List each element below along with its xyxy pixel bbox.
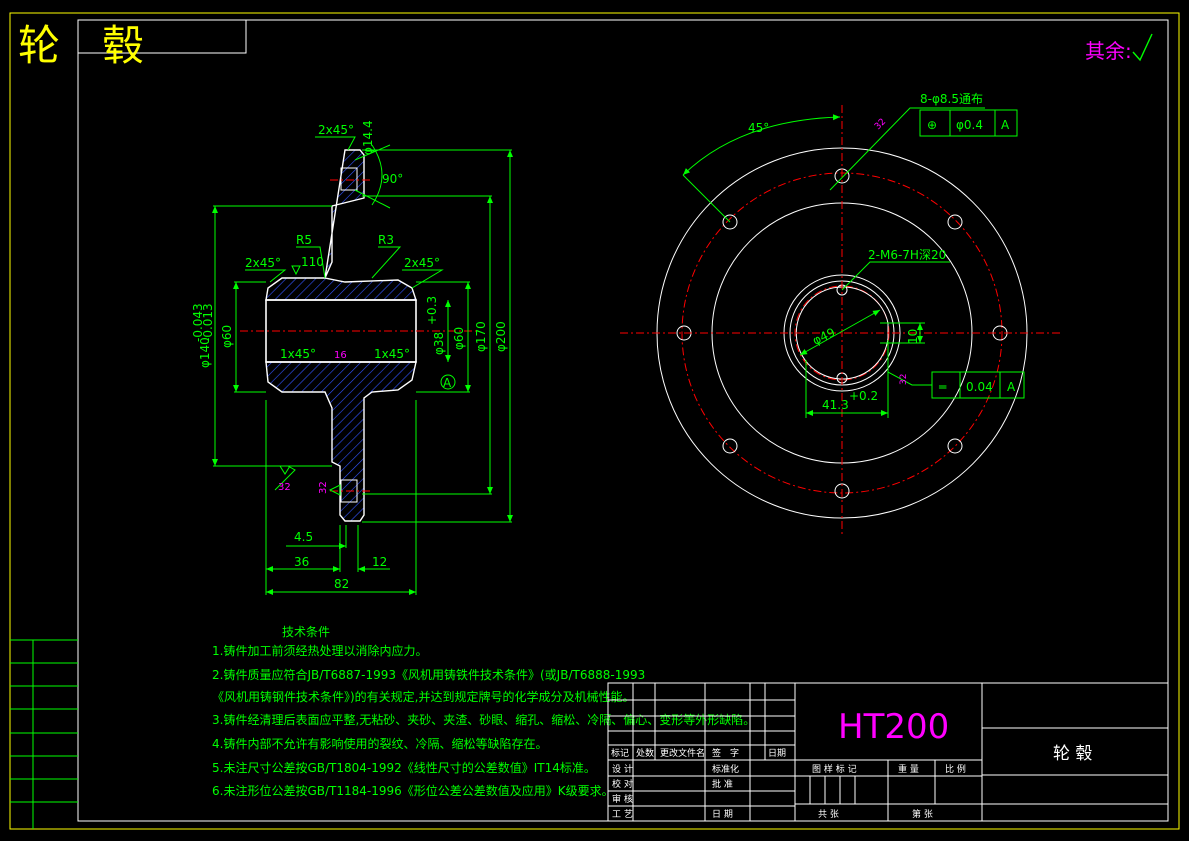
dim-r3: R3 bbox=[378, 233, 394, 247]
thread-note: 2-M6-7H深20 bbox=[868, 248, 946, 262]
symmetry-tolerance-frame bbox=[931, 371, 1025, 399]
rough-32-left: 32 bbox=[278, 482, 291, 493]
hdr-mark: 标记 bbox=[611, 747, 629, 759]
dim-82: 82 bbox=[334, 577, 349, 591]
drawing-title: 轮 毂 bbox=[18, 21, 144, 70]
dim-d38-tol: +0.3 bbox=[425, 296, 439, 325]
section-view: 2x45° φ14.4 90° R5 R3 2x45° 110 2x45° φ1… bbox=[191, 120, 513, 595]
dim-bevel-left: 1x45° bbox=[280, 347, 316, 361]
label-weight: 重 量 bbox=[898, 763, 919, 775]
tech-item-5: 5.未注尺寸公差按GB/T1804-1992《线性尺寸的公差数值》IT14标准。 bbox=[212, 760, 596, 775]
rough-16: 16 bbox=[334, 350, 347, 361]
datum-a-section: A bbox=[443, 376, 452, 390]
label-date: 日 期 bbox=[712, 809, 733, 820]
title-box bbox=[77, 19, 247, 54]
dim-chamfer-left: 2x45° bbox=[245, 256, 281, 270]
hub-section-lower bbox=[265, 361, 417, 522]
label-sheet: 第 张 bbox=[912, 808, 933, 820]
dim-chamfer-right: 2x45° bbox=[404, 256, 440, 270]
label-check: 校 对 bbox=[612, 778, 633, 790]
dim-36: 36 bbox=[294, 555, 309, 569]
tech-item-6: 6.未注形位公差按GB/T1184-1996《形位公差公差数值及应用》K级要求。 bbox=[212, 783, 614, 798]
dim-angle-45: 45° bbox=[748, 121, 769, 135]
hdr-sign: 签 字 bbox=[712, 747, 739, 759]
hdr-count: 处数 bbox=[636, 747, 654, 759]
label-review: 审 核 bbox=[612, 793, 633, 805]
label-design: 设 计 bbox=[612, 763, 633, 775]
tech-item-2b: 《风机用铸钢件技术条件》)的有关规定,并达到规定牌号的化学成分及机械性能。 bbox=[212, 689, 635, 704]
outer-border bbox=[9, 12, 1180, 830]
tech-item-2: 2.铸件质量应符合JB/T6887-1993《风机用铸铁件技术条件》(或JB/T… bbox=[212, 667, 645, 682]
position-tolerance: φ0.4 bbox=[956, 118, 983, 132]
dim-12: 12 bbox=[372, 555, 387, 569]
left-edge-table bbox=[10, 639, 78, 829]
dim-bevel-right: 1x45° bbox=[374, 347, 410, 361]
position-datum: A bbox=[1001, 118, 1010, 132]
front-view: 45° 8-φ8.5通布 ⊕ φ0.4 A 32 2-M6-7H深20 φ49 … bbox=[620, 92, 1060, 535]
label-scale: 比 例 bbox=[945, 763, 966, 775]
label-process: 工 艺 bbox=[612, 809, 633, 820]
symmetry-datum: A bbox=[1007, 380, 1016, 394]
tech-item-1: 1.铸件加工前须经热处理以消除内应力。 bbox=[212, 643, 427, 658]
symmetry-icon: ═ bbox=[938, 380, 947, 394]
dim-keyway-41: 41.3 bbox=[822, 398, 849, 412]
dim-chamfer-top: 2x45° bbox=[318, 123, 354, 137]
rough-32-a: 32 bbox=[873, 117, 888, 132]
roughness-check-icon bbox=[1132, 33, 1153, 62]
rough-110: 110 bbox=[301, 255, 324, 269]
tech-item-4: 4.铸件内部不允许有影响使用的裂纹、冷隔、缩松等缺陷存在。 bbox=[212, 736, 547, 751]
dim-r5: R5 bbox=[296, 233, 312, 247]
dim-angle-90: 90° bbox=[382, 172, 403, 186]
tech-requirements: 技术条件 1.铸件加工前须经热处理以消除内应力。 2.铸件质量应符合JB/T68… bbox=[212, 625, 755, 798]
dim-d200: φ200 bbox=[494, 321, 508, 352]
roughness-note: 其余: bbox=[1085, 39, 1132, 63]
dim-d140-tol-upper: -0.043 bbox=[191, 303, 205, 342]
part-name: 轮 毂 bbox=[1053, 744, 1092, 764]
label-approve: 批 准 bbox=[712, 778, 733, 790]
symmetry-tolerance: 0.04 bbox=[966, 380, 993, 394]
dim-d140-tol-lower: -0.013 bbox=[201, 303, 215, 342]
dim-d60-right: φ60 bbox=[452, 327, 466, 350]
dim-4-5: 4.5 bbox=[294, 530, 313, 544]
dim-d60-left: φ60 bbox=[220, 325, 234, 348]
dim-keyway-41-tol: +0.2 bbox=[849, 389, 878, 403]
material: HT200 bbox=[838, 707, 949, 747]
label-stage-mark: 图 样 标 记 bbox=[812, 763, 857, 775]
rough-32-b: 32 bbox=[899, 374, 909, 385]
hdr-date: 日期 bbox=[768, 748, 786, 759]
dim-d170: φ170 bbox=[474, 321, 488, 352]
dim-d140: φ140 bbox=[198, 337, 212, 368]
dim-flange-hole: φ14.4 bbox=[361, 120, 375, 155]
dim-d38: φ38 bbox=[432, 332, 446, 355]
holes-note: 8-φ8.5通布 bbox=[920, 92, 983, 106]
keyed-bore bbox=[795, 286, 889, 380]
dim-d49: φ49 bbox=[810, 325, 837, 347]
label-standardize: 标准化 bbox=[712, 763, 739, 775]
rough-32-right: 32 bbox=[318, 481, 329, 494]
flange-hole-top bbox=[340, 167, 358, 191]
position-tolerance-frame bbox=[919, 109, 1018, 137]
position-icon: ⊕ bbox=[927, 118, 937, 132]
label-total: 共 张 bbox=[818, 809, 839, 820]
tech-heading: 技术条件 bbox=[282, 625, 330, 639]
dim-keyway-10: 10 bbox=[906, 329, 920, 344]
hdr-doc: 更改文件名 bbox=[660, 747, 705, 759]
title-block: HT200 轮 毂 标记 处数 更改文件名 签 字 日期 设 计 校 对 审 核… bbox=[607, 682, 1169, 822]
tech-item-3: 3.铸件经清理后表面应平整,无粘砂、夹砂、夹渣、砂眼、缩孔、缩松、冷隔、偏心、变… bbox=[212, 712, 755, 727]
